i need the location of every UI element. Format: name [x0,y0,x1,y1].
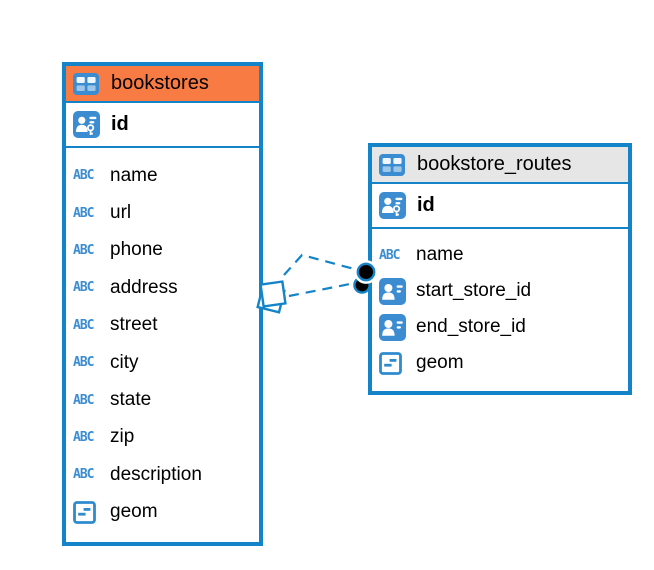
geometry-type-icon [379,351,408,375]
column-row-state[interactable]: ABC state [66,381,259,418]
relation-anchor-dots[interactable] [353,260,378,294]
column-label: end_store_id [416,316,526,337]
column-row-url[interactable]: ABC url [66,194,259,231]
column-row-name[interactable]: ABC name [372,237,628,273]
column-label: geom [416,352,464,373]
column-row-description[interactable]: ABC description [66,456,259,493]
text-type-icon: ABC [379,247,400,263]
table-bookstores-header[interactable]: bookstores [66,66,259,103]
text-type-icon: ABC [73,317,94,334]
column-row-end-store-id[interactable]: end_store_id [372,309,628,345]
column-row-start-store-id[interactable]: start_store_id [372,273,628,309]
table-title: bookstore_routes [417,153,572,175]
column-label: id [111,113,129,135]
column-row-geom[interactable]: geom [66,494,259,531]
column-label: zip [110,426,135,448]
relation-line-end-store-id[interactable] [288,281,356,298]
column-row-id[interactable]: id [66,103,259,148]
primary-key-icon [379,192,408,219]
column-label: street [110,314,158,336]
column-row-geom[interactable]: geom [372,345,628,381]
reference-type-icon [379,313,408,341]
column-label: description [110,463,202,485]
geometry-type-icon [73,500,102,524]
column-list: ABC name start_store_id end_store_id ge [372,229,628,387]
column-row-street[interactable]: ABC street [66,307,259,344]
column-row-phone[interactable]: ABC phone [66,232,259,269]
table-icon [73,72,102,95]
column-row-zip[interactable]: ABC zip [66,419,259,456]
table-bookstore-routes[interactable]: bookstore_routes id ABC name start_store… [368,143,632,395]
primary-key-icon [73,111,102,138]
table-title: bookstores [111,72,209,94]
text-type-icon: ABC [73,205,94,221]
column-row-address[interactable]: ABC address [66,269,259,306]
relation-line-start-store-id[interactable] [283,253,359,276]
column-label: id [417,194,435,216]
column-label: name [416,244,464,265]
column-label: name [110,164,158,186]
column-label: address [110,276,178,298]
column-label: geom [110,501,158,523]
column-label: start_store_id [416,280,532,301]
table-icon [379,153,408,176]
column-row-city[interactable]: ABC city [66,344,259,381]
text-type-icon: ABC [73,354,94,371]
relation-many-end-symbol[interactable] [256,280,287,314]
column-row-id[interactable]: id [372,184,628,229]
reference-type-icon [379,277,408,305]
text-type-icon: ABC [73,242,94,259]
table-bookstores[interactable]: bookstores id ABC name ABC url ABC phone… [62,62,263,546]
column-label: phone [110,239,163,261]
text-type-icon: ABC [73,167,94,184]
text-type-icon: ABC [73,392,94,408]
column-label: city [110,351,139,373]
column-list: ABC name ABC url ABC phone ABC address A… [66,148,259,537]
text-type-icon: ABC [73,429,94,446]
table-bookstore-routes-header[interactable]: bookstore_routes [372,147,628,184]
text-type-icon: ABC [73,466,94,483]
column-row-name[interactable]: ABC name [66,157,259,194]
column-label: url [110,202,132,224]
text-type-icon: ABC [73,279,94,296]
column-label: state [110,389,152,411]
